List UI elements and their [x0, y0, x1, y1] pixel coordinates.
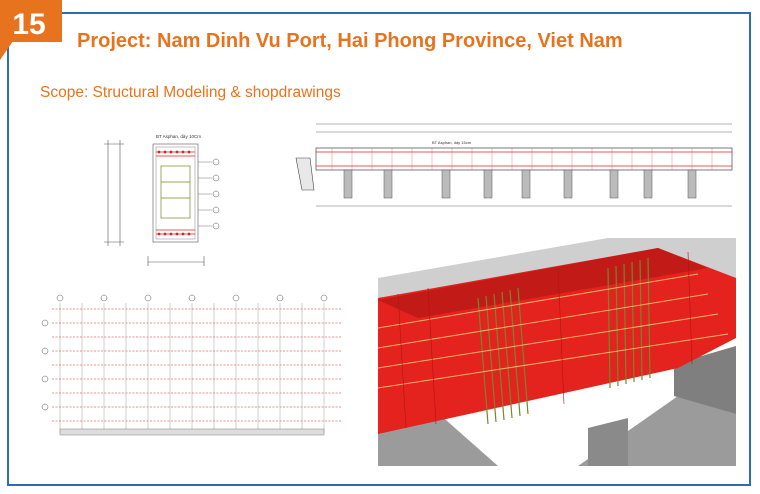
rebar-3d-model [378, 238, 736, 466]
scope-subtitle: Scope: Structural Modeling & shopdrawing… [40, 84, 341, 101]
elevation-drawing: BT Asphan, dày 15cm [292, 118, 744, 218]
project-title: Project: Nam Dinh Vu Port, Hai Phong Pro… [77, 30, 623, 52]
plan-drawing [38, 293, 356, 443]
cross-section-drawing: BT Asphan, dày 10Cm [88, 126, 264, 278]
elevation-label: BT Asphan, dày 15cm [432, 140, 472, 145]
section-label: BT Asphan, dày 10Cm [156, 134, 201, 139]
